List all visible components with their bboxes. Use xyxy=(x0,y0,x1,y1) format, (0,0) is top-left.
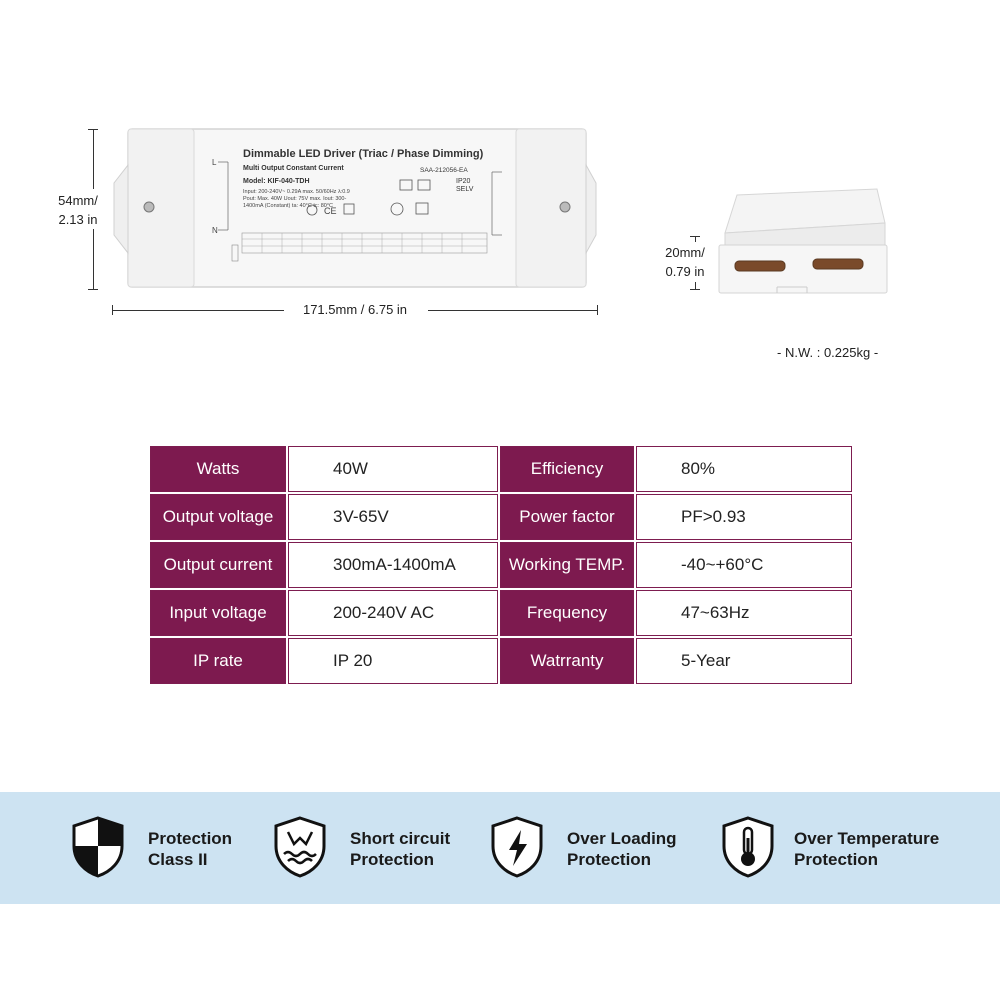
depth-line-bottom xyxy=(695,282,696,289)
table-row: Watts 40W Efficiency 80% xyxy=(150,446,852,492)
spec-value: IP 20 xyxy=(288,638,498,684)
net-weight: - N.W. : 0.225kg - xyxy=(777,345,879,360)
spec-value: 47~63Hz xyxy=(636,590,852,636)
shield-short-circuit-icon xyxy=(274,816,326,878)
svg-text:N: N xyxy=(212,226,218,235)
table-row: Output voltage 3V-65V Power factor PF>0.… xyxy=(150,494,852,540)
driver-side-view xyxy=(717,183,889,297)
spec-value: 300mA-1400mA xyxy=(288,542,498,588)
spec-key: Input voltage xyxy=(150,590,286,636)
driver-label-title: Dimmable LED Driver (Triac / Phase Dimmi… xyxy=(243,148,484,160)
driver-label-ip: IP20 SELV xyxy=(456,178,474,193)
spec-key: Output current xyxy=(150,542,286,588)
height-line-bottom xyxy=(93,229,94,289)
spec-value: 5-Year xyxy=(636,638,852,684)
spec-key: IP rate xyxy=(150,638,286,684)
spec-value: 80% xyxy=(636,446,852,492)
length-label: 171.5mm / 6.75 in xyxy=(302,302,408,317)
spec-key: Watrranty xyxy=(500,638,634,684)
depth-label: 20mm/ 0.79 in xyxy=(665,245,705,279)
table-row: Output current 300mA-1400mA Working TEMP… xyxy=(150,542,852,588)
spec-key: Working TEMP. xyxy=(500,542,634,588)
spec-key: Watts xyxy=(150,446,286,492)
spec-key: Efficiency xyxy=(500,446,634,492)
spec-table: Watts 40W Efficiency 80% Output voltage … xyxy=(148,444,854,686)
height-label: 54mm/ 2.13 in xyxy=(58,193,98,227)
depth-tick-bottom xyxy=(690,289,700,290)
depth-line-top xyxy=(695,236,696,242)
svg-text:L: L xyxy=(212,158,217,167)
length-line-left xyxy=(112,310,284,311)
driver-front-view: L N CE xyxy=(112,127,597,290)
shield-class2-icon xyxy=(72,816,124,878)
spec-value: PF>0.93 xyxy=(636,494,852,540)
features-band: Protection Class II Short circuit Protec… xyxy=(0,792,1000,904)
feature-text: Short circuit Protection xyxy=(350,829,451,869)
driver-label-subtitle: Multi Output Constant Current xyxy=(243,165,344,172)
shield-lightning-icon xyxy=(491,816,543,878)
height-tick-bottom xyxy=(88,289,98,290)
length-tick-right xyxy=(597,305,598,315)
height-line-top xyxy=(93,129,94,189)
driver-label-saa: SAA-212056-EA xyxy=(420,167,468,174)
feature-text: Protection Class II xyxy=(148,829,233,869)
feature-text: Over Temperature Protection xyxy=(794,829,940,869)
spec-value: -40~+60°C xyxy=(636,542,852,588)
driver-label-specs: Input: 200-240V~ 0.29A max. 50/60Hz λ:0.… xyxy=(243,189,350,209)
spec-key: Power factor xyxy=(500,494,634,540)
spec-value: 3V-65V xyxy=(288,494,498,540)
spec-key: Frequency xyxy=(500,590,634,636)
table-row: Input voltage 200-240V AC Frequency 47~6… xyxy=(150,590,852,636)
spec-key: Output voltage xyxy=(150,494,286,540)
spec-value: 200-240V AC xyxy=(288,590,498,636)
svg-text:CE: CE xyxy=(324,206,337,216)
driver-label-model: Model: KIF-040-TDH xyxy=(243,178,310,185)
length-line-right xyxy=(428,310,598,311)
shield-thermometer-icon xyxy=(722,816,774,878)
table-row: IP rate IP 20 Watrranty 5-Year xyxy=(150,638,852,684)
feature-text: Over Loading Protection xyxy=(567,829,677,869)
spec-value: 40W xyxy=(288,446,498,492)
